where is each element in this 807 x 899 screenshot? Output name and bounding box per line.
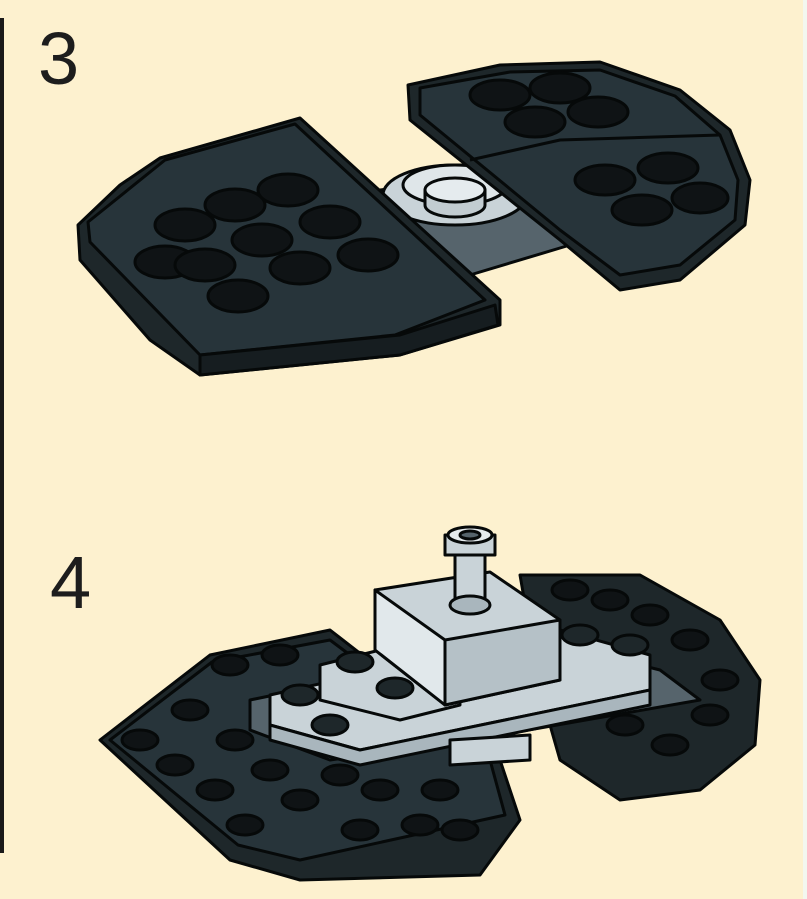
lego-assembled-base-with-grey-plates-icon bbox=[0, 0, 807, 899]
